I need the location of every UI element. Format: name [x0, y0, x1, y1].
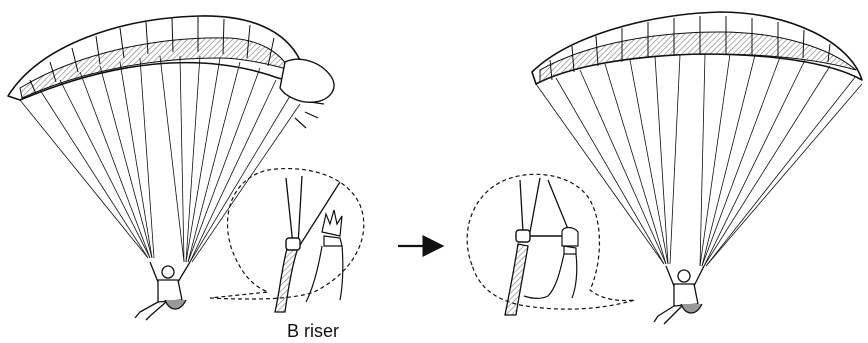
open-hand-icon — [306, 210, 343, 302]
b-riser-label: B riser — [287, 321, 339, 341]
left-pilot — [135, 262, 190, 320]
right-inset-bubble — [467, 174, 635, 309]
right-inset — [467, 174, 635, 315]
right-suspension-lines — [536, 54, 862, 266]
pulling-hand-icon — [524, 228, 578, 299]
right-pilot — [654, 266, 704, 324]
left-flutter-marks — [295, 102, 324, 128]
inflated-paraglider — [532, 12, 862, 324]
left-suspension-lines — [20, 56, 300, 262]
left-collapsed-tip — [280, 59, 334, 102]
